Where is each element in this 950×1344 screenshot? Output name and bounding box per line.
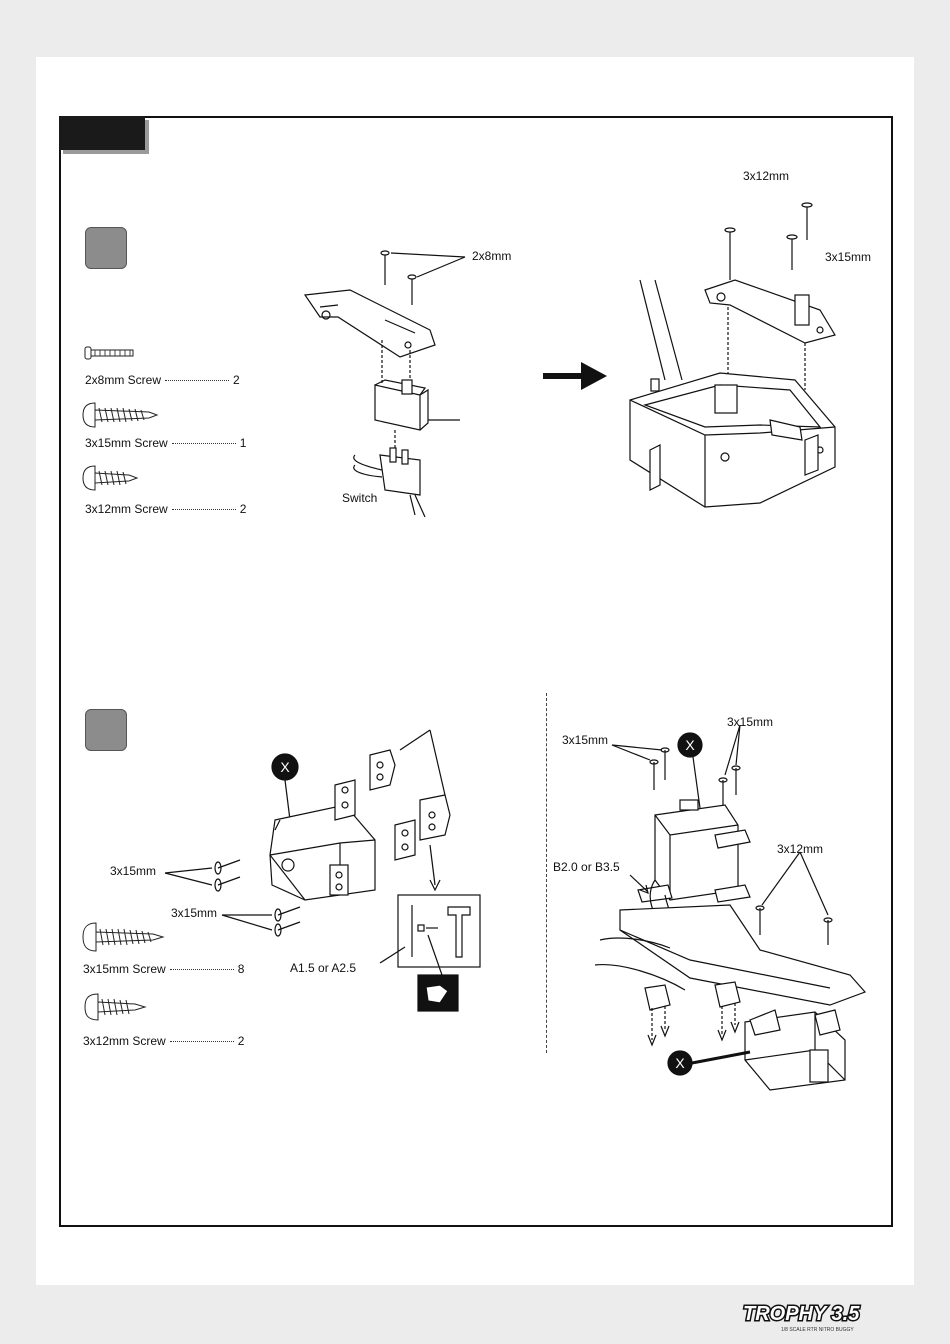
switch-mount-diagram — [290, 245, 520, 525]
part-row: 2x8mm Screw 2 — [85, 373, 240, 387]
not-included-mark: X — [685, 737, 695, 753]
screw-size-label: 3x15mm — [562, 733, 608, 747]
step-1-badge — [85, 227, 127, 269]
servo-saver-label: B2.0 or B3.5 — [553, 860, 620, 874]
part-qty: 1 — [240, 436, 247, 450]
receiver-box-diagram — [620, 195, 850, 520]
logo-subtext: 1/8 SCALE RTR NITRO BUGGY — [781, 1327, 854, 1333]
part-qty: 2 — [238, 1034, 245, 1048]
screw-size-label: 3x15mm — [727, 715, 773, 729]
logo-text: TROPHY 3.5 — [743, 1303, 860, 1325]
tapping-screw-icon — [85, 993, 147, 1021]
part-qty: 2 — [233, 373, 240, 387]
part-name: 2x8mm Screw — [85, 373, 161, 387]
part-row: 3x12mm Screw 2 — [83, 1034, 244, 1048]
not-included-mark: X — [280, 759, 290, 775]
screw-size-label: 3x12mm — [777, 842, 823, 856]
tapping-screw-icon — [83, 465, 139, 491]
screw-size-label: 3x15mm — [825, 250, 871, 264]
arrow-right-icon — [543, 360, 609, 392]
not-included-mark: X — [675, 1055, 685, 1071]
part-qty: 2 — [240, 502, 247, 516]
screw-size-label: 3x15mm — [171, 906, 217, 920]
switch-label: Switch — [342, 491, 377, 505]
trophy-logo: TROPHY 3.5 1/8 SCALE RTR NITRO BUGGY — [741, 1300, 919, 1336]
part-name: 3x12mm Screw — [85, 502, 168, 516]
section-tab — [59, 116, 145, 150]
screw-size-label: 2x8mm — [472, 249, 511, 263]
servo-horn-label: A1.5 or A2.5 — [290, 961, 356, 975]
servo-tray-diagram: X X — [590, 730, 880, 1075]
tapping-screw-icon — [83, 922, 165, 952]
step-2-badge — [85, 709, 127, 751]
part-row: 3x12mm Screw 2 — [85, 502, 246, 516]
part-row: 3x15mm Screw 1 — [85, 436, 246, 450]
machine-screw-icon — [85, 346, 135, 360]
tapping-screw-icon — [83, 402, 159, 428]
divider — [546, 693, 547, 1053]
screw-size-label: 3x12mm — [743, 169, 789, 183]
screw-size-label: 3x15mm — [110, 864, 156, 878]
part-name: 3x12mm Screw — [83, 1034, 166, 1048]
part-name: 3x15mm Screw — [85, 436, 168, 450]
part-name: 3x15mm Screw — [83, 962, 166, 976]
